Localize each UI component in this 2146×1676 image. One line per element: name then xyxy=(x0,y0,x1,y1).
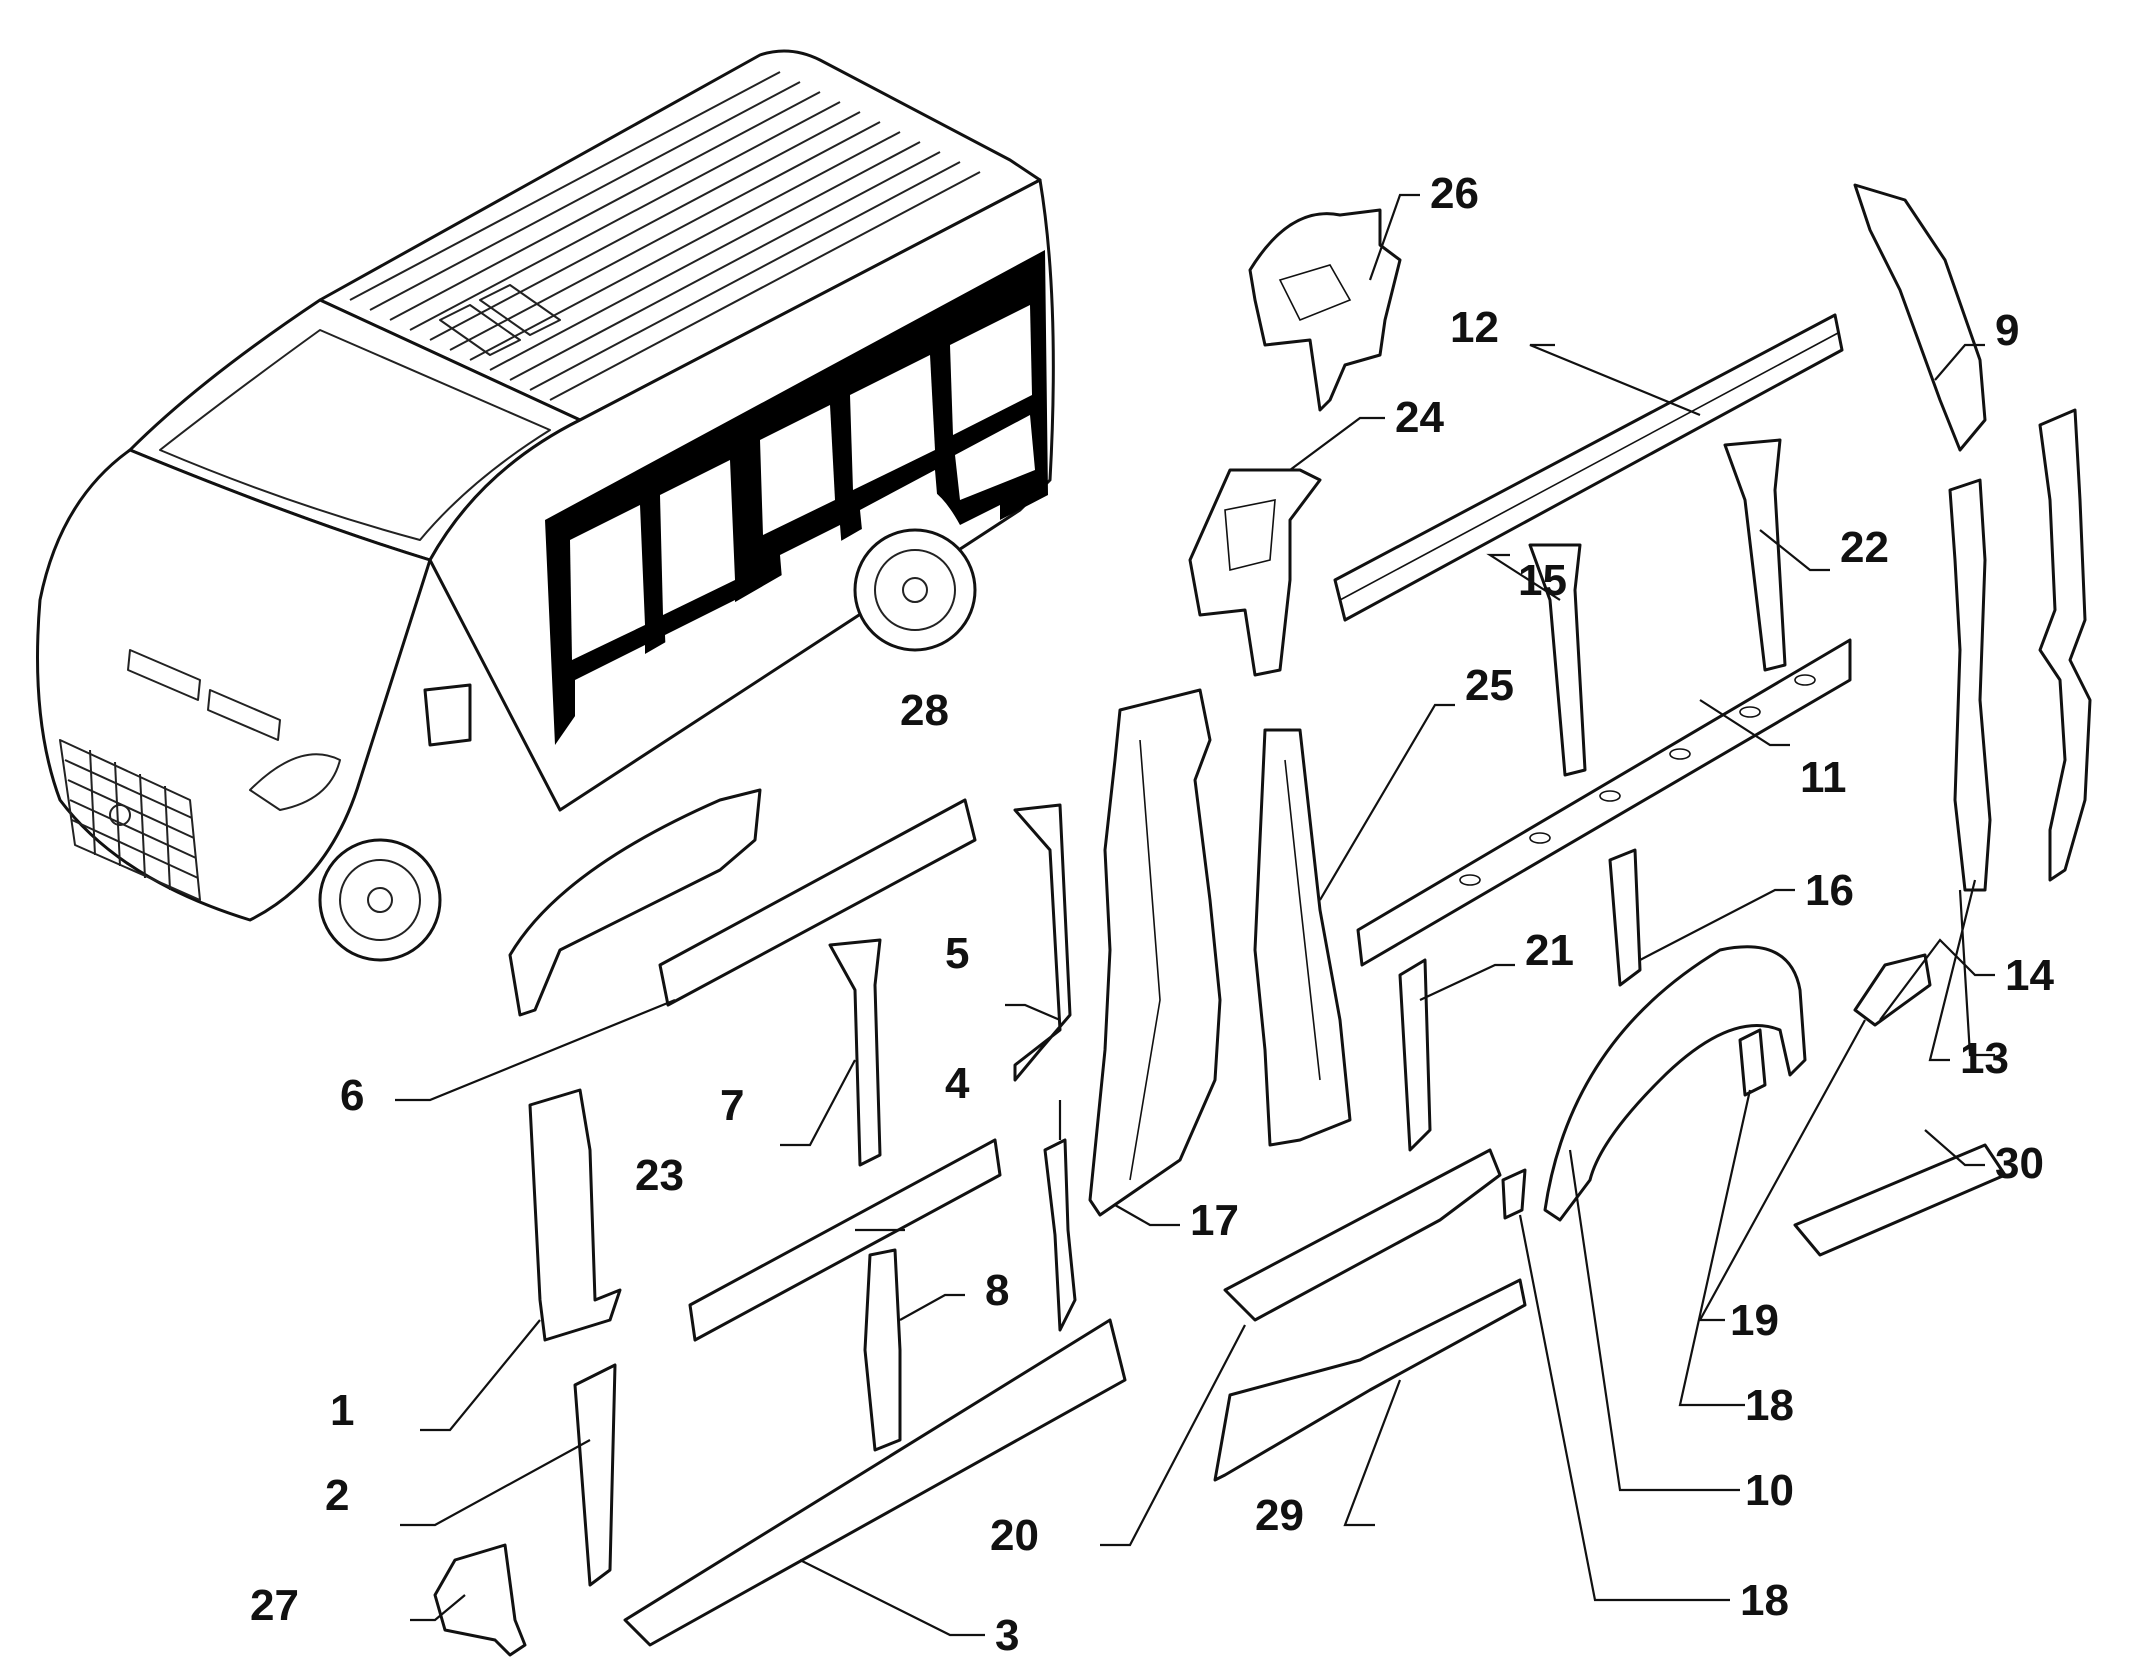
callout-4: 4 xyxy=(945,1059,970,1108)
callout-7: 7 xyxy=(720,1081,744,1130)
callout-24: 24 xyxy=(1395,393,1444,442)
part-13 xyxy=(1948,478,1992,892)
part-6 xyxy=(658,798,977,1007)
part-8 xyxy=(863,1248,902,1452)
callout-25: 25 xyxy=(1465,661,1514,710)
callout-13: 13 xyxy=(1960,1034,2009,1083)
callout-14: 14 xyxy=(2005,951,2054,1000)
callout-22: 22 xyxy=(1840,523,1889,572)
part-3 xyxy=(623,1318,1127,1647)
part-22 xyxy=(1723,438,1787,672)
part-18b xyxy=(1501,1168,1527,1220)
callout-26: 26 xyxy=(1430,169,1479,218)
part-shapes xyxy=(433,183,2092,1657)
part-18a xyxy=(1738,1028,1767,1097)
part-28 xyxy=(508,788,762,1017)
part-14 xyxy=(2038,408,2092,882)
van-illustration xyxy=(36,49,1055,962)
part-24 xyxy=(1188,468,1322,677)
callout-18-upper: 18 xyxy=(1745,1381,1794,1430)
callout-28: 28 xyxy=(900,686,949,735)
callout-15: 15 xyxy=(1518,556,1567,605)
callout-1: 1 xyxy=(330,1386,354,1435)
part-25 xyxy=(1253,728,1352,1147)
callout-6: 6 xyxy=(340,1071,364,1120)
part-9 xyxy=(1853,183,1987,452)
callout-19: 19 xyxy=(1730,1296,1779,1345)
callout-12: 12 xyxy=(1450,303,1499,352)
callout-21: 21 xyxy=(1525,926,1574,975)
part-19 xyxy=(1853,953,1932,1027)
part-2 xyxy=(573,1363,617,1587)
part-1 xyxy=(528,1088,622,1342)
part-27 xyxy=(433,1543,527,1657)
part-15 xyxy=(1528,543,1587,777)
part-10 xyxy=(1543,945,1807,1222)
part-11 xyxy=(1356,638,1852,967)
part-29 xyxy=(1213,1278,1527,1482)
part-21 xyxy=(1398,958,1432,1152)
part-7 xyxy=(828,938,882,1167)
callout-27: 27 xyxy=(250,1581,299,1630)
part-20 xyxy=(1223,1148,1502,1322)
part-4 xyxy=(1043,1138,1077,1332)
callout-30: 30 xyxy=(1995,1139,2044,1188)
leader-lines xyxy=(395,193,1995,1637)
callout-16: 16 xyxy=(1805,866,1854,915)
callout-5: 5 xyxy=(945,929,969,978)
callout-20: 20 xyxy=(990,1511,1039,1560)
part-30 xyxy=(1793,1143,2007,1257)
callout-23: 23 xyxy=(635,1151,684,1200)
callout-18-lower: 18 xyxy=(1740,1576,1789,1625)
holes-11 xyxy=(1459,674,1816,886)
callout-29: 29 xyxy=(1255,1491,1304,1540)
callout-2: 2 xyxy=(325,1471,349,1520)
callout-10: 10 xyxy=(1745,1466,1794,1515)
callout-3: 3 xyxy=(995,1611,1019,1660)
part-16 xyxy=(1608,848,1642,987)
callout-8: 8 xyxy=(985,1266,1009,1315)
callout-11: 11 xyxy=(1800,753,1847,802)
callout-numbers: 26 24 12 9 15 22 25 11 16 21 14 13 30 28… xyxy=(250,169,2054,1660)
part-5 xyxy=(1013,803,1072,1082)
callout-17: 17 xyxy=(1190,1196,1239,1245)
callout-9: 9 xyxy=(1995,306,2019,355)
part-23 xyxy=(688,1138,1002,1342)
side-frame-highlight xyxy=(545,250,1048,745)
part-17 xyxy=(1088,688,1222,1217)
